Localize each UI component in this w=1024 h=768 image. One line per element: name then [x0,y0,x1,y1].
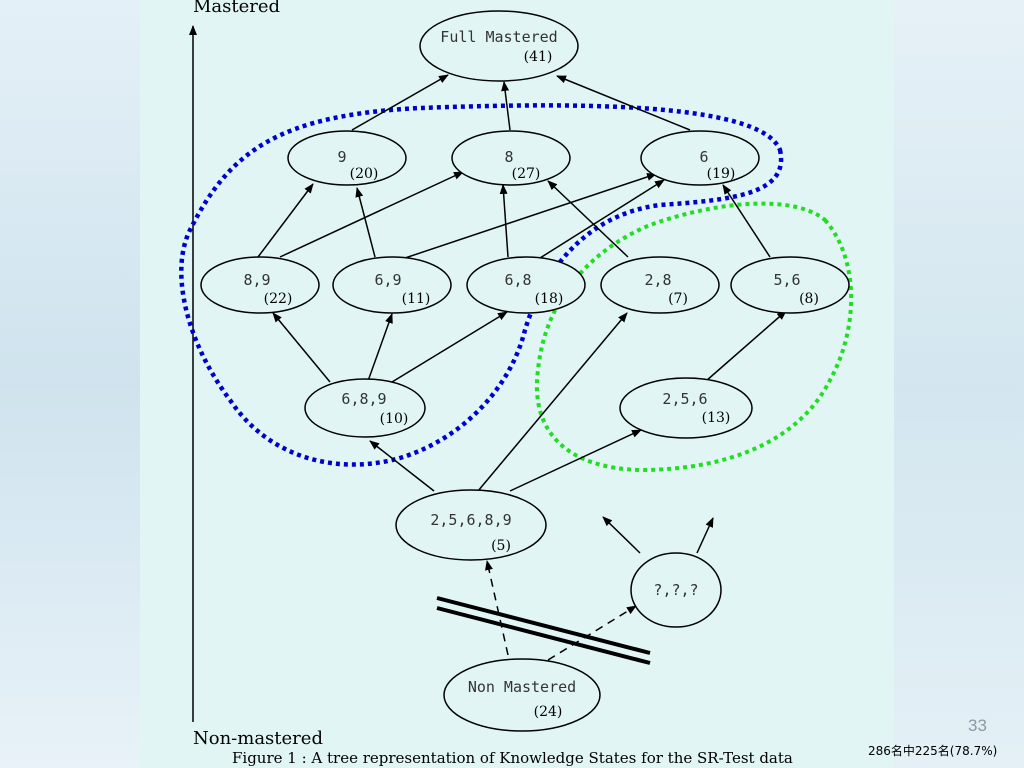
edge-dashed [547,605,637,661]
figure-caption: Figure 1 : A tree representation of Know… [232,749,793,767]
node-6-8-9: 6,8,9 (10) [304,378,426,438]
edge [539,179,665,259]
edge [499,184,509,258]
node-label: 6,8,9 [341,390,386,408]
node-6: 6 (19) [640,130,760,186]
node-label: 2,5,6 [662,390,707,408]
edge [556,75,691,131]
node-count: (27) [512,166,541,182]
edge [367,313,393,382]
slide-panel [140,0,894,768]
green-group-outline [534,201,854,473]
node-2-8: 2,8 (7) [600,256,720,314]
separator-bar [436,596,651,655]
summary-stat: 286名中225名(78.7%) [868,744,998,758]
node-6-9: 6,9 (11) [332,256,452,314]
background-right [894,0,1024,768]
node-count: (24) [534,704,563,720]
node-label: 2,8 [644,271,671,289]
node-count: (19) [707,166,736,182]
axis-bottom-label: Non-mastered [193,728,323,749]
edges [257,74,787,554]
separator-bar [436,606,651,665]
axis-top-label: Mastered [193,0,280,17]
node-label: 8 [504,148,513,166]
node-label: 6 [699,148,708,166]
edge [391,311,508,383]
edge [404,173,657,259]
background-left [0,0,140,768]
edge [355,187,376,258]
node-count: (5) [491,538,511,554]
edge [477,312,628,492]
node-8-9: 8,9 (22) [200,256,320,314]
edge [369,440,435,492]
edge [272,312,331,383]
node-count: (18) [535,291,564,307]
edge [705,310,787,382]
edge [509,429,642,492]
edge [501,81,511,131]
node-count: (13) [702,410,731,426]
node-label: ?,?,? [653,581,698,599]
node-count: (11) [402,291,431,307]
node-count: (8) [799,291,819,307]
node-2-5-6: 2,5,6 (13) [619,377,753,439]
node-unknown: ?,?,? [630,552,722,628]
edge-dashed [485,560,509,656]
edge [602,516,641,554]
edge [696,517,714,554]
edge [547,180,629,258]
node-full-mastered: Full Mastered (41) [419,10,579,82]
edge [257,183,314,258]
node-label: 5,6 [773,271,800,289]
node-count: (20) [350,166,379,182]
node-label: Non Mastered [468,678,576,696]
node-count: (7) [668,291,688,307]
node-2-5-6-8-9: 2,5,6,8,9 (5) [395,489,547,561]
edge [279,171,464,258]
node-6-8: 6,8 (18) [466,256,586,314]
edge [722,184,771,258]
page-number: 33 [968,716,987,735]
blue-group-outline [179,103,784,467]
node-label: 9 [337,148,346,166]
node-non-mastered: Non Mastered (24) [443,658,601,732]
node-8: 8 (27) [451,130,571,186]
node-label: 6,9 [374,271,401,289]
node-9: 9 (20) [287,130,407,186]
node-5-6: 5,6 (8) [730,256,850,314]
edge [351,74,449,131]
node-count: (10) [380,411,409,427]
node-label: Full Mastered [440,28,557,46]
node-count: (22) [264,291,293,307]
node-label: 2,5,6,8,9 [430,511,511,529]
node-label: 6,8 [504,271,531,289]
node-count: (41) [524,49,553,65]
node-label: 8,9 [243,271,270,289]
